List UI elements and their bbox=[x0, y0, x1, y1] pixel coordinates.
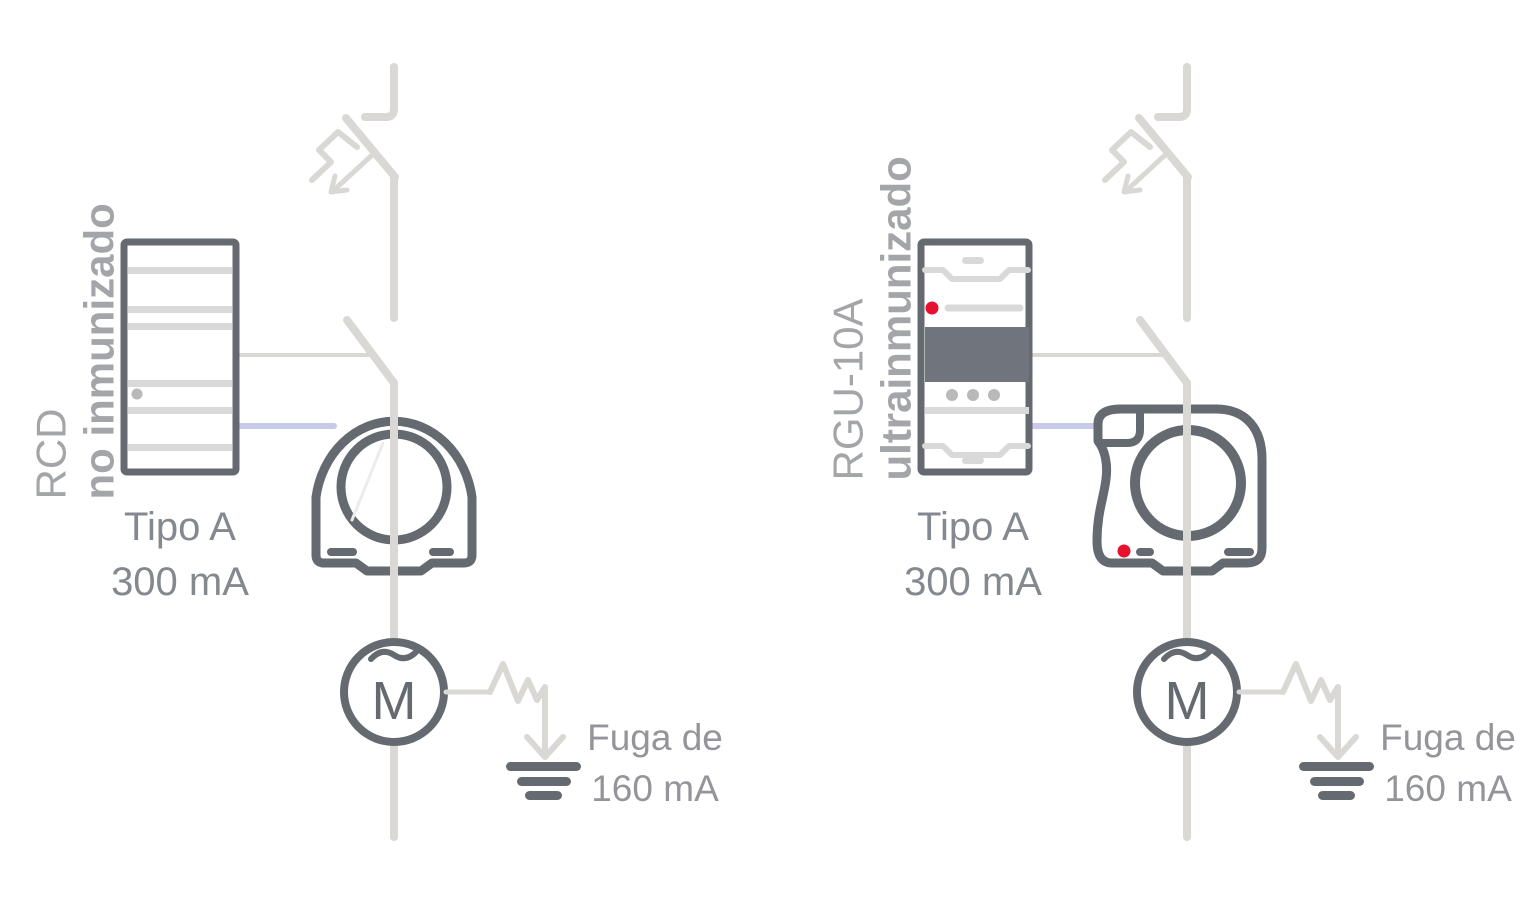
trip-arrow-icon bbox=[328, 153, 374, 195]
release-icon bbox=[1102, 129, 1153, 183]
rcd-device-box bbox=[120, 238, 240, 476]
rgu-device-box bbox=[917, 238, 1033, 476]
leak-arrow-icon bbox=[1236, 661, 1359, 760]
leak-caption: Fuga de bbox=[1380, 717, 1516, 758]
sensitivity-value: 300 mA bbox=[904, 560, 1042, 604]
tilde-icon bbox=[368, 648, 420, 662]
release-icon bbox=[309, 129, 360, 183]
motor-icon: M bbox=[1133, 638, 1241, 746]
motor-letter: M bbox=[372, 671, 417, 731]
type-value: Tipo A bbox=[124, 505, 236, 549]
type-value: Tipo A bbox=[917, 505, 1029, 549]
display-band bbox=[925, 327, 1029, 382]
right-circuit: M bbox=[917, 63, 1374, 841]
device-qualifier: ultrainmunizado bbox=[872, 156, 920, 481]
left-circuit: M bbox=[120, 63, 581, 841]
breaker-blade bbox=[342, 114, 399, 181]
earth-ground-icon bbox=[506, 762, 581, 800]
tilde-icon bbox=[1161, 648, 1213, 662]
left-leak-label: Fuga de 160 mA bbox=[535, 712, 775, 814]
circuit-breaker-icon bbox=[309, 63, 399, 195]
left-type-label: Tipo A 300 mA bbox=[60, 500, 300, 610]
led-indicator bbox=[1117, 544, 1131, 558]
switch-contact-icon bbox=[343, 316, 398, 387]
toroidal-transformer-icon bbox=[1092, 404, 1267, 576]
breaker-blade bbox=[1135, 114, 1192, 181]
device-name: RGU-10A bbox=[824, 298, 872, 481]
circuit-breaker-icon bbox=[1102, 63, 1192, 195]
trip-arrow-icon bbox=[1121, 153, 1167, 195]
left-device-label: RCD no inmunizado bbox=[27, 185, 124, 500]
led-indicator bbox=[925, 301, 939, 315]
leak-value: 160 mA bbox=[591, 768, 719, 809]
right-type-label: Tipo A 300 mA bbox=[853, 500, 1093, 610]
leak-caption: Fuga de bbox=[587, 717, 723, 758]
motor-letter: M bbox=[1165, 671, 1210, 731]
indicator-dot bbox=[131, 388, 143, 400]
motor-icon: M bbox=[340, 638, 448, 746]
leak-arrow-icon bbox=[443, 661, 566, 760]
leak-value: 160 mA bbox=[1384, 768, 1512, 809]
sensitivity-value: 300 mA bbox=[111, 560, 249, 604]
terminal-box bbox=[1096, 405, 1144, 447]
right-leak-label: Fuga de 160 mA bbox=[1328, 712, 1536, 814]
device-qualifier: no inmunizado bbox=[75, 203, 123, 500]
device-name: RCD bbox=[27, 408, 75, 500]
right-device-label: RGU-10A ultrainmunizado bbox=[824, 136, 921, 481]
switch-contact-icon bbox=[1136, 316, 1191, 387]
earth-ground-icon bbox=[1299, 762, 1374, 800]
